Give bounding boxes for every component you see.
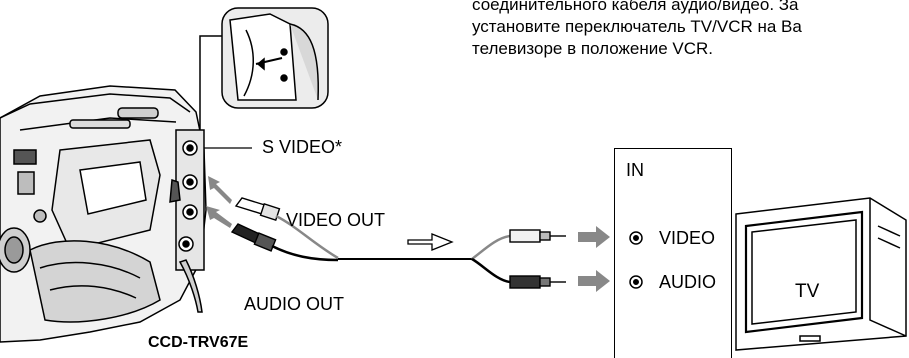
audio-in-label: AUDIO bbox=[659, 272, 717, 292]
instruction-line-2: установите переключатель TV/VCR на Ва bbox=[472, 17, 802, 36]
audio-out-label: AUDIO OUT bbox=[244, 294, 345, 314]
in-label: IN bbox=[626, 160, 644, 180]
av-cable-icon bbox=[230, 197, 566, 289]
input-jack-icon bbox=[629, 231, 643, 289]
instruction-text: соединительного кабеля аудио/видео. За у… bbox=[472, 0, 802, 60]
camcorder-icon bbox=[0, 85, 207, 343]
plug-in-arrow-icon bbox=[206, 176, 232, 228]
signal-direction-arrow-icon bbox=[407, 233, 454, 251]
television-icon bbox=[735, 197, 907, 351]
tv-label: TV bbox=[795, 281, 820, 302]
video-out-label: VIDEO OUT bbox=[286, 210, 386, 230]
model-name: CCD-TRV67E bbox=[148, 334, 249, 351]
tv-input-panel bbox=[614, 148, 732, 358]
camcorder-jack-cover-inset-icon bbox=[199, 7, 329, 130]
instruction-line-1: соединительного кабеля аудио/видео. За bbox=[472, 0, 799, 14]
tv-plug-in-arrow-icon bbox=[578, 226, 610, 292]
video-in-label: VIDEO bbox=[659, 228, 716, 248]
s-video-label: S VIDEO* bbox=[262, 137, 343, 157]
instruction-line-3: телевизоре в положение VCR. bbox=[472, 39, 713, 58]
